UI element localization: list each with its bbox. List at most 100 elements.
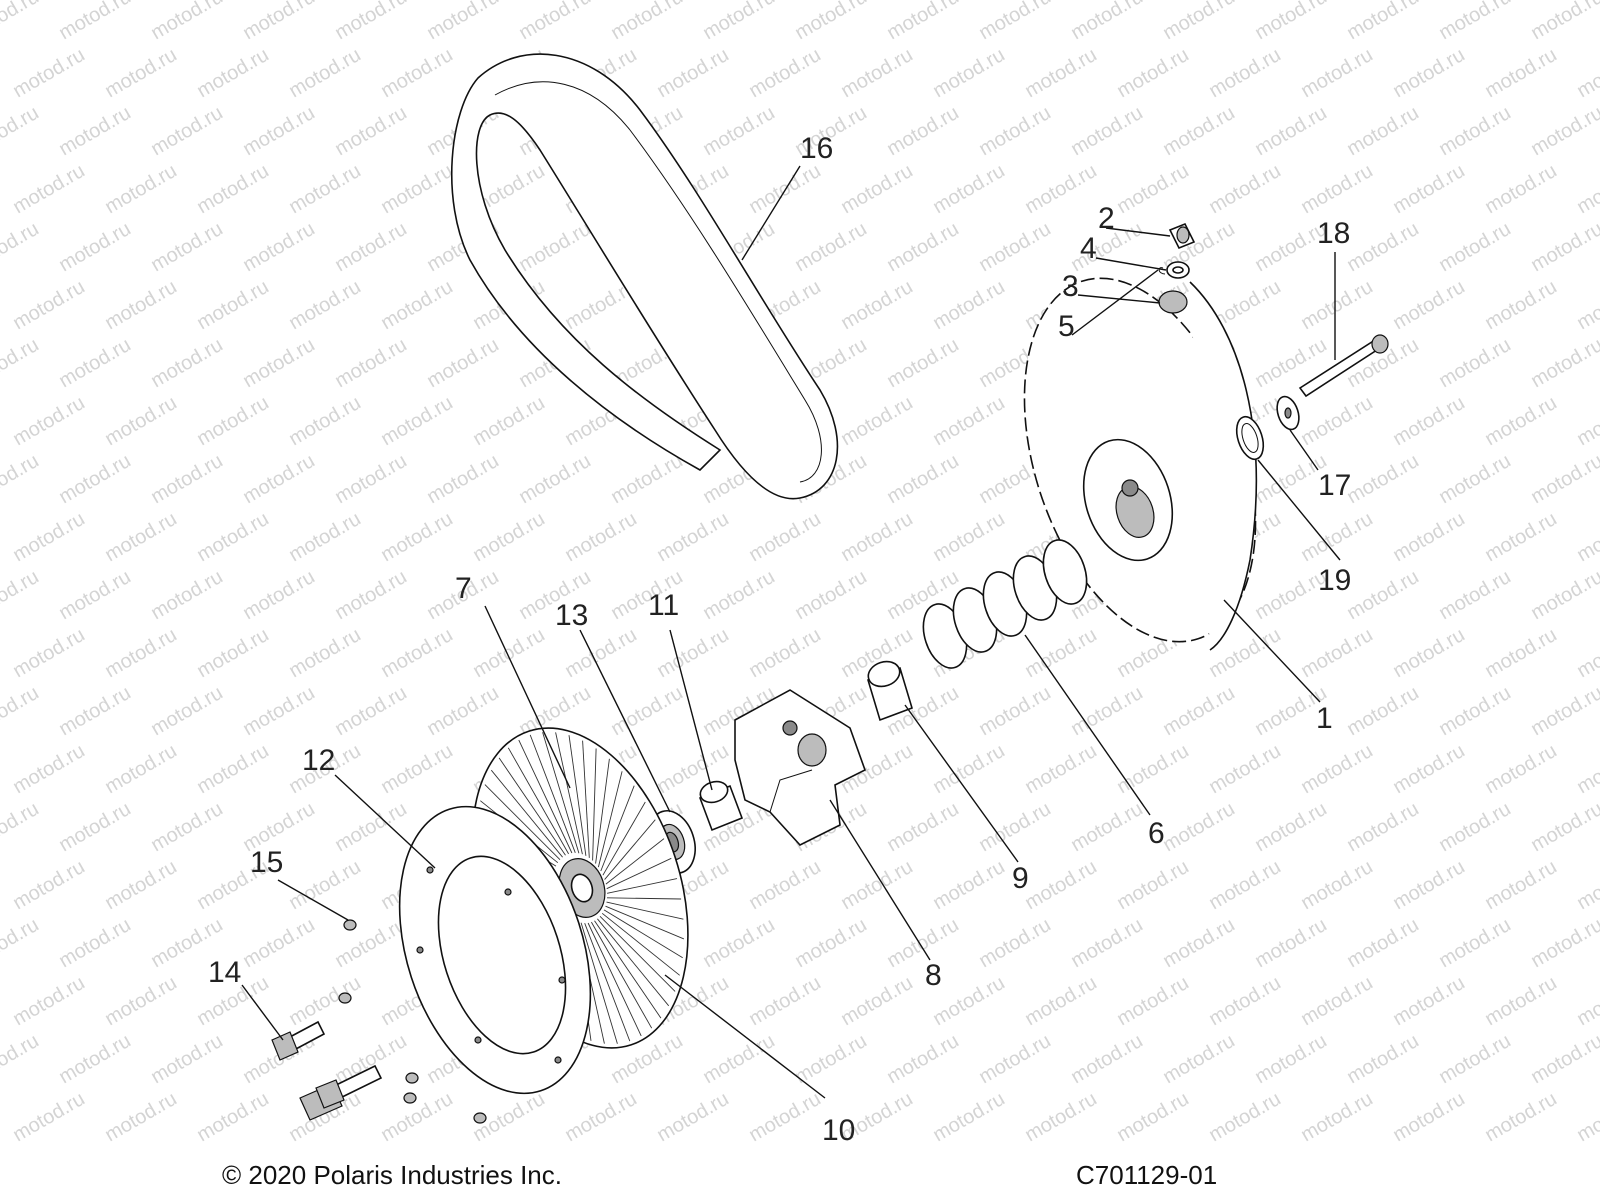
watermark-text: motod.ru [1067, 102, 1146, 161]
watermark-text: motod.ru [1527, 914, 1600, 973]
watermark-text: motod.ru [331, 914, 410, 973]
watermark-text: motod.ru [1297, 276, 1376, 335]
watermark-text: motod.ru [883, 334, 962, 393]
watermark-text: motod.ru [1297, 160, 1376, 219]
watermark-text: motod.ru [55, 914, 134, 973]
watermark-text: motod.ru [1435, 798, 1514, 857]
watermark-text: motod.ru [423, 334, 502, 393]
watermark-text: motod.ru [929, 508, 1008, 567]
watermark-text: motod.ru [469, 624, 548, 683]
watermark-text: motod.ru [883, 1030, 962, 1089]
watermark-text: motod.ru [285, 276, 364, 335]
watermark-text: motod.ru [0, 914, 43, 973]
sheave-fin [595, 758, 610, 864]
watermark-text: motod.ru [1297, 508, 1376, 567]
watermark-text: motod.ru [1435, 566, 1514, 625]
watermark-text: motod.ru [975, 1030, 1054, 1089]
watermark-text: motod.ru [101, 276, 180, 335]
watermark-text: motod.ru [147, 102, 226, 161]
watermark-text: motod.ru [1067, 914, 1146, 973]
watermark-text: motod.ru [929, 392, 1008, 451]
watermark-text: motod.ru [331, 682, 410, 741]
watermark-text: motod.ru [929, 160, 1008, 219]
watermark-text: motod.ru [837, 276, 916, 335]
watermark-text: motod.ru [9, 160, 88, 219]
retaining-hardware [1235, 334, 1389, 461]
bushing-11 [698, 780, 744, 832]
watermark-text: motod.ru [1067, 798, 1146, 857]
watermark-text: motod.ru [1481, 1088, 1560, 1147]
watermark-text: motod.ru [1297, 624, 1376, 683]
watermark-text: motod.ru [1481, 276, 1560, 335]
watermark-text: motod.ru [9, 856, 88, 915]
watermark-text: motod.ru [193, 160, 272, 219]
watermark-text: motod.ru [1205, 740, 1284, 799]
watermark-text: motod.ru [285, 160, 364, 219]
watermark-text: motod.ru [1021, 856, 1100, 915]
cover-plate [398, 805, 592, 1095]
watermark-text: motod.ru [147, 682, 226, 741]
watermark-text: motod.ru [101, 160, 180, 219]
callout-10: 10 [822, 1114, 855, 1147]
watermark-text: motod.ru [837, 44, 916, 103]
sheave-fin [591, 921, 653, 1029]
watermark-text: motod.ru [699, 914, 778, 973]
watermark-text: motod.ru [1527, 1030, 1600, 1089]
watermark-text: motod.ru [607, 450, 686, 509]
watermark-text: motod.ru [239, 682, 318, 741]
watermark-text: motod.ru [607, 0, 686, 44]
watermark-text: motod.ru [929, 44, 1008, 103]
watermark-text: motod.ru [55, 682, 134, 741]
watermark-text: motod.ru [0, 682, 43, 741]
watermark-text: motod.ru [9, 972, 88, 1031]
watermark-text: motod.ru [377, 160, 456, 219]
watermark-text: motod.ru [377, 44, 456, 103]
watermark-text: motod.ru [1067, 0, 1146, 44]
callout-19: 19 [1318, 564, 1351, 597]
watermark-text: motod.ru [377, 508, 456, 567]
watermark-text: motod.ru [101, 624, 180, 683]
watermark-text: motod.ru [1343, 218, 1422, 277]
callout-18: 18 [1317, 217, 1350, 250]
watermark-text: motod.ru [745, 44, 824, 103]
watermark-text: motod.ru [1389, 624, 1468, 683]
watermark-text: motod.ru [1389, 972, 1468, 1031]
watermark-text: motod.ru [0, 0, 43, 44]
watermark-text: motod.ru [1481, 624, 1560, 683]
watermark-text: motod.ru [239, 0, 318, 44]
watermark-text: motod.ru [1343, 1030, 1422, 1089]
watermark-text: motod.ru [1389, 276, 1468, 335]
watermark-text: motod.ru [0, 450, 43, 509]
watermark-text: motod.ru [975, 0, 1054, 44]
watermark-text: motod.ru [331, 102, 410, 161]
watermark-text: motod.ru [9, 624, 88, 683]
watermark-text: motod.ru [1435, 682, 1514, 741]
sheave-fin [568, 735, 587, 856]
bushing-9 [867, 660, 913, 722]
callout-7: 7 [455, 572, 472, 605]
watermark-text: motod.ru [1527, 798, 1600, 857]
watermark-text: motod.ru [239, 450, 318, 509]
watermark-text: motod.ru [791, 218, 870, 277]
watermark-text: motod.ru [1343, 682, 1422, 741]
watermark-text: motod.ru [1573, 44, 1600, 103]
watermark-text: motod.ru [607, 682, 686, 741]
watermark-text: motod.ru [745, 508, 824, 567]
watermark-text: motod.ru [653, 1088, 732, 1147]
sheave-fin [484, 784, 561, 861]
watermark-text: motod.ru [1343, 450, 1422, 509]
watermark-text: motod.ru [1067, 682, 1146, 741]
watermark-text: motod.ru [1573, 392, 1600, 451]
watermark-text: motod.ru [147, 218, 226, 277]
watermark-text: motod.ru [791, 566, 870, 625]
watermark-text: motod.ru [1297, 1088, 1376, 1147]
watermark-text: motod.ru [423, 0, 502, 44]
watermark-text: motod.ru [745, 624, 824, 683]
callout-13: 13 [555, 599, 588, 632]
watermark-text: motod.ru [1527, 682, 1600, 741]
watermark-text: motod.ru [1343, 914, 1422, 973]
watermark-text: motod.ru [1527, 0, 1600, 44]
watermark-text: motod.ru [101, 392, 180, 451]
watermark-text: motod.ru [285, 856, 364, 915]
callout-1: 1 [1316, 702, 1333, 735]
